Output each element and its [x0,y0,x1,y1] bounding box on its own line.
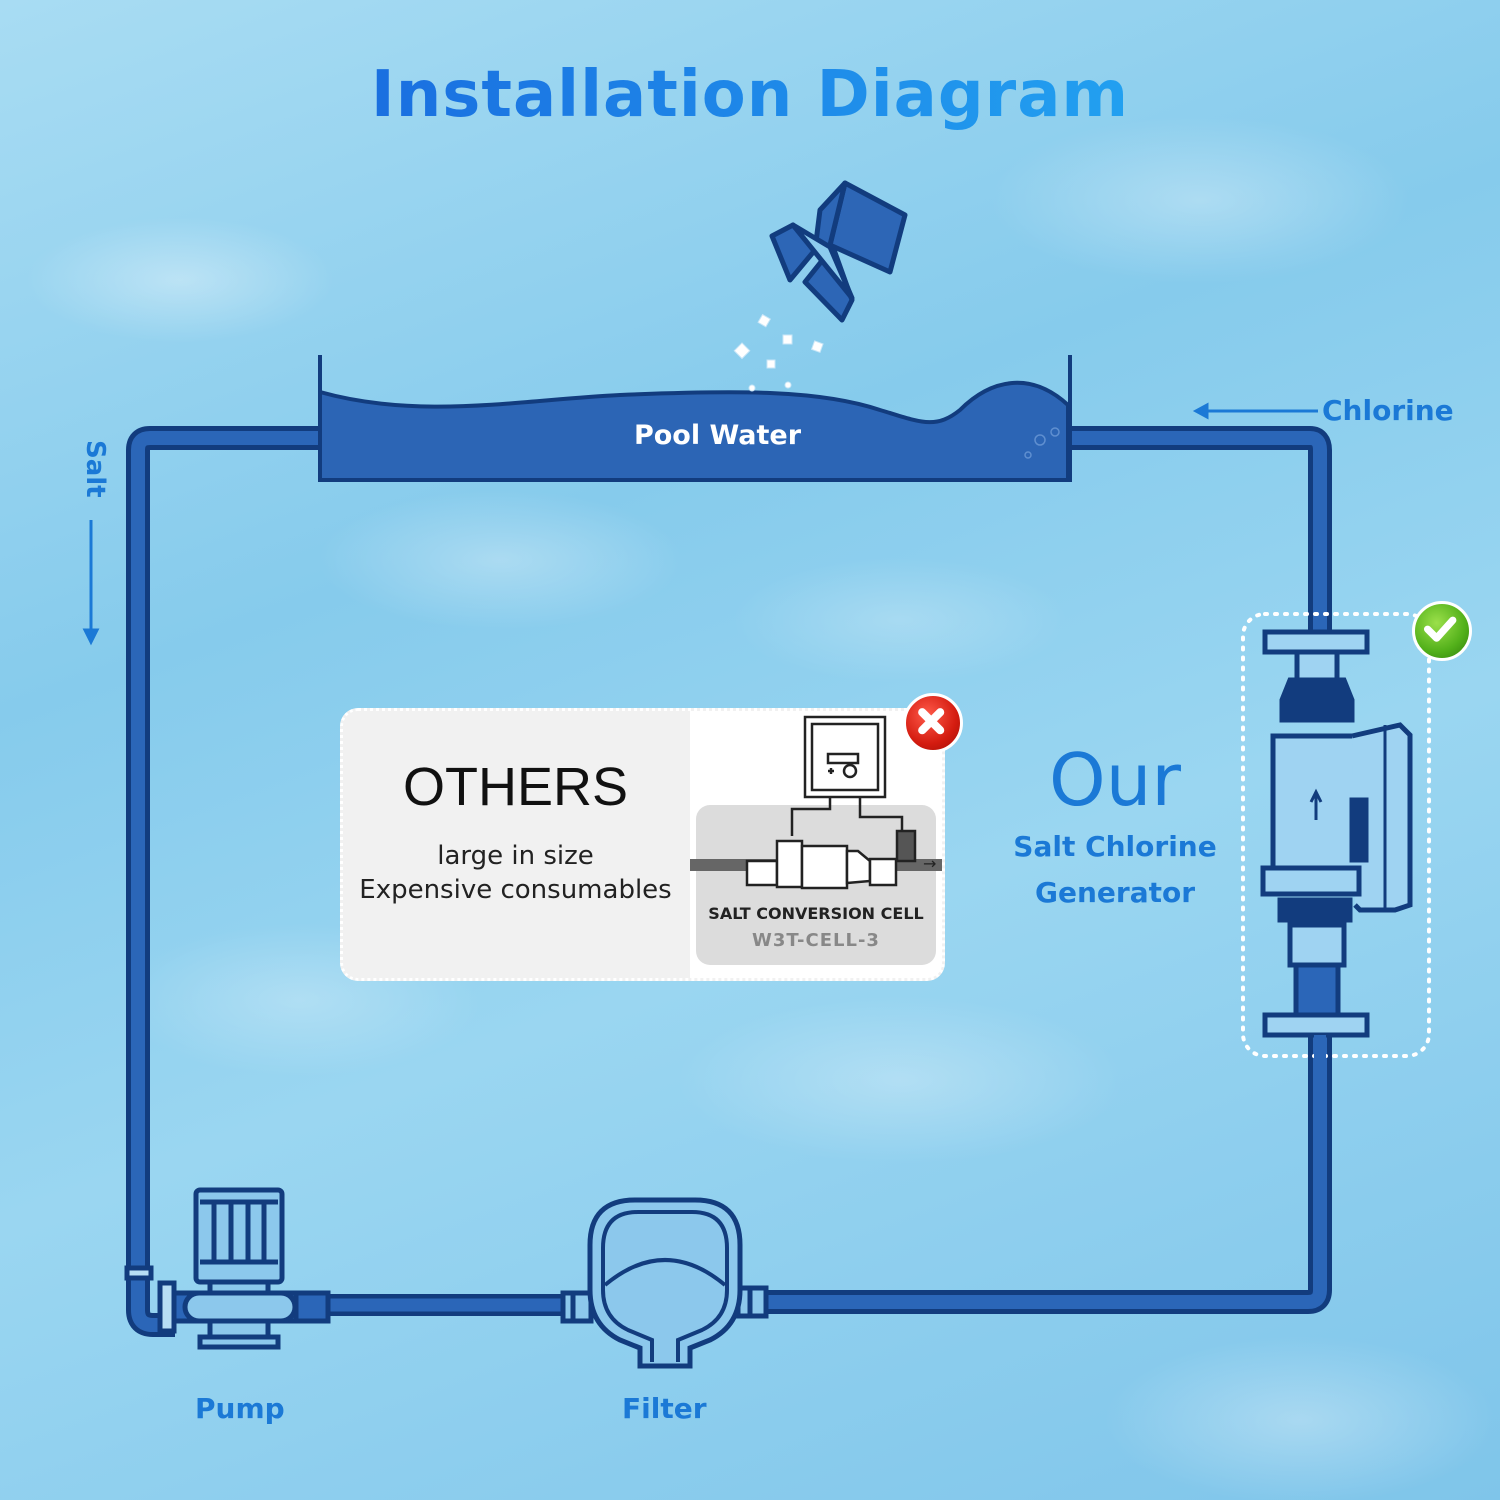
chlorine-flow-arrow [1192,402,1318,420]
our-heading: Our [1049,738,1181,822]
pump-icon [124,1187,331,1350]
salt-chlorine-generator-device [1241,612,1431,1058]
others-desc-cost: Expensive consumables [359,875,672,905]
salt-crystals [733,313,824,392]
our-product-name-line2: Generator [1034,876,1196,909]
our-product-caption: Our Salt Chlorine Generator [1000,736,1230,916]
filter-label: Filter [622,1392,707,1425]
salt-flow-arrow [82,520,100,646]
green-check-icon [1412,601,1472,661]
salt-bag-icon [769,180,908,323]
pump-label: Pump [195,1392,285,1425]
others-comparison-card: OTHERS large in size Expensive consumabl… [340,708,945,981]
chlorine-flow-label: Chlorine [1322,394,1454,427]
svg-text:→: → [923,854,936,873]
competitor-product-model: W3T-CELL-3 [752,930,880,951]
salt-flow-label: Salt [80,440,110,498]
others-heading: OTHERS [402,757,629,817]
filter-icon [560,1197,769,1369]
page-title: Installation Diagram [370,58,1130,132]
our-product-name-line1: Salt Chlorine [1013,830,1217,863]
salt-conversion-cell-icon: → [690,715,942,890]
red-x-icon [903,693,963,753]
others-desc-size: large in size [437,841,594,871]
competitor-product-title: SALT CONVERSION CELL [708,904,924,923]
pipe-loop [126,426,1332,1316]
pool-tank [318,355,1072,482]
pool-water-label: Pool Water [633,420,802,451]
competitor-product-panel: → SALT CONVERSION CELL W3T-CELL-3 [690,711,942,978]
